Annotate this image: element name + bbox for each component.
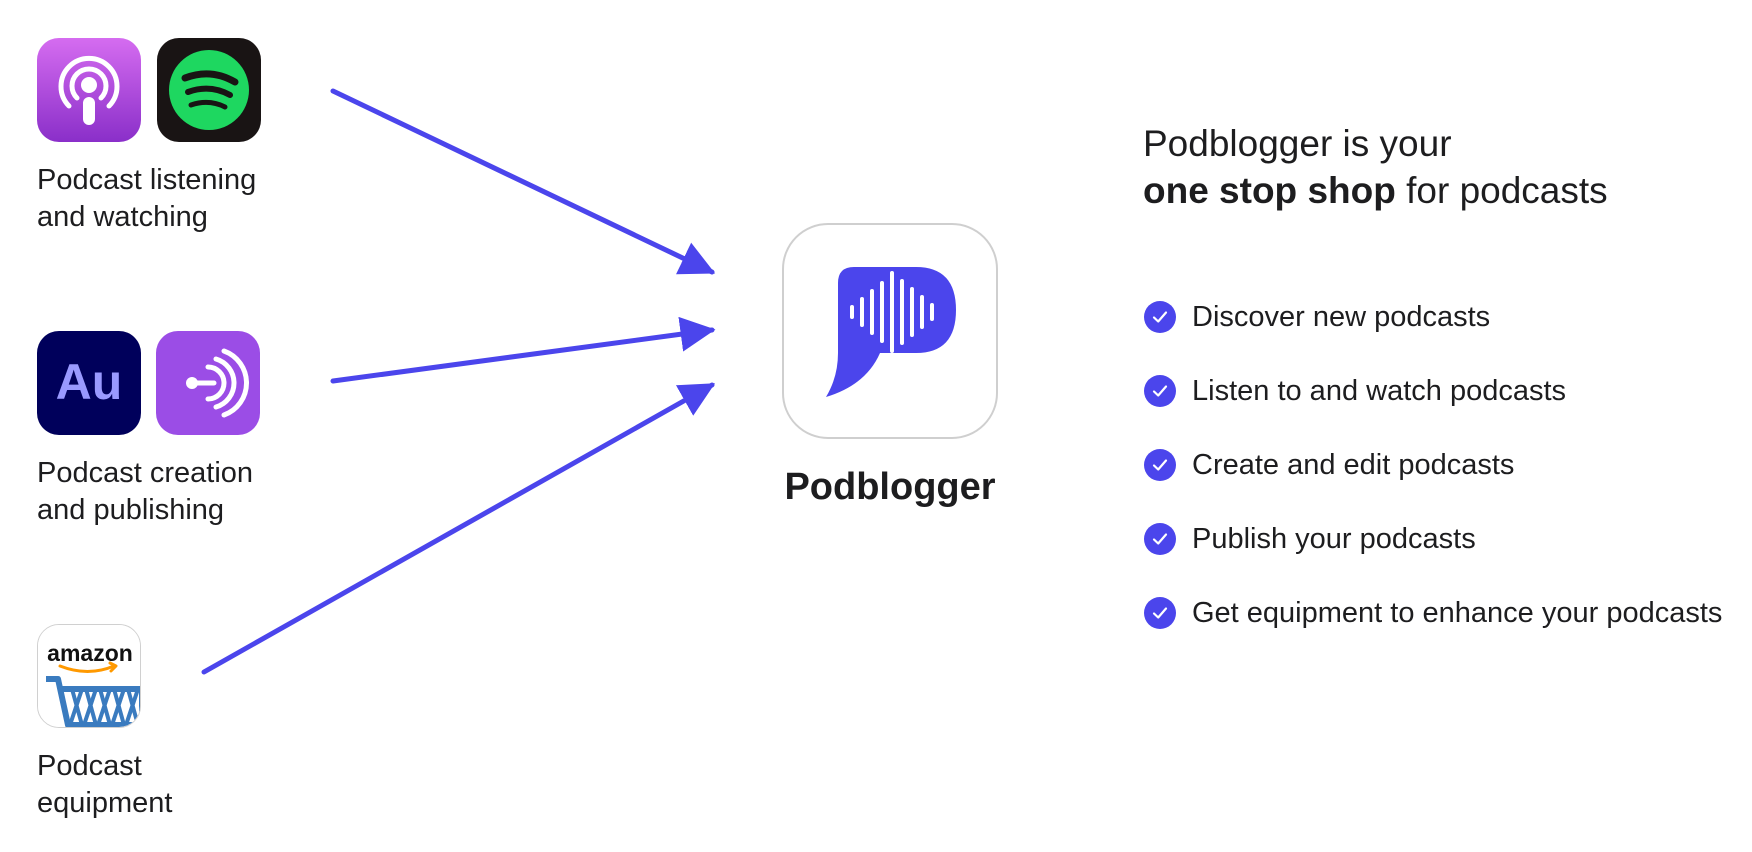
- checkmark-circle-icon: [1144, 597, 1176, 629]
- feature-list: Discover new podcasts Listen to and watc…: [1144, 280, 1722, 650]
- group-label-equipment: Podcast equipment: [37, 750, 173, 819]
- feature-item: Discover new podcasts: [1144, 280, 1722, 354]
- arrow-creation-to-hub: [330, 316, 716, 384]
- checkmark-circle-icon: [1144, 375, 1176, 407]
- headline-line-1: Podblogger is your: [1143, 123, 1452, 164]
- checkmark-circle-icon: [1144, 523, 1176, 555]
- apple-podcasts-icon: [37, 38, 141, 142]
- arrow-equipment-to-hub: [201, 382, 716, 675]
- checkmark-circle-icon: [1144, 301, 1176, 333]
- headline-line-2: one stop shop for podcasts: [1143, 167, 1608, 214]
- headline: Podblogger is your one stop shop for pod…: [1143, 120, 1608, 214]
- feature-item: Create and edit podcasts: [1144, 428, 1722, 502]
- svg-text:Au: Au: [56, 354, 123, 410]
- feature-text: Discover new podcasts: [1192, 300, 1491, 333]
- arrow-listening-to-hub: [330, 88, 716, 275]
- feature-text: Publish your podcasts: [1192, 522, 1476, 555]
- feature-item: Listen to and watch podcasts: [1144, 354, 1722, 428]
- feature-item: Get equipment to enhance your podcasts: [1144, 576, 1722, 650]
- checkmark-circle-icon: [1144, 449, 1176, 481]
- feature-text: Create and edit podcasts: [1192, 448, 1515, 481]
- podblogger-logo-icon: [782, 223, 998, 439]
- hub-name: Podblogger: [784, 466, 996, 508]
- amazon-shopping-icon: amazon: [37, 624, 141, 728]
- adobe-audition-icon: Au: [37, 331, 141, 435]
- headline-emphasis: one stop shop: [1143, 170, 1396, 211]
- svg-text:amazon: amazon: [47, 640, 133, 666]
- group-label-listening: Podcast listening and watching: [37, 164, 257, 233]
- headline-rest: for podcasts: [1395, 170, 1608, 211]
- feature-item: Publish your podcasts: [1144, 502, 1722, 576]
- anchor-icon: [156, 331, 260, 435]
- feature-text: Get equipment to enhance your podcasts: [1192, 596, 1723, 629]
- group-label-creation: Podcast creation and publishing: [37, 457, 254, 526]
- spotify-icon: [157, 38, 261, 142]
- feature-text: Listen to and watch podcasts: [1192, 374, 1567, 407]
